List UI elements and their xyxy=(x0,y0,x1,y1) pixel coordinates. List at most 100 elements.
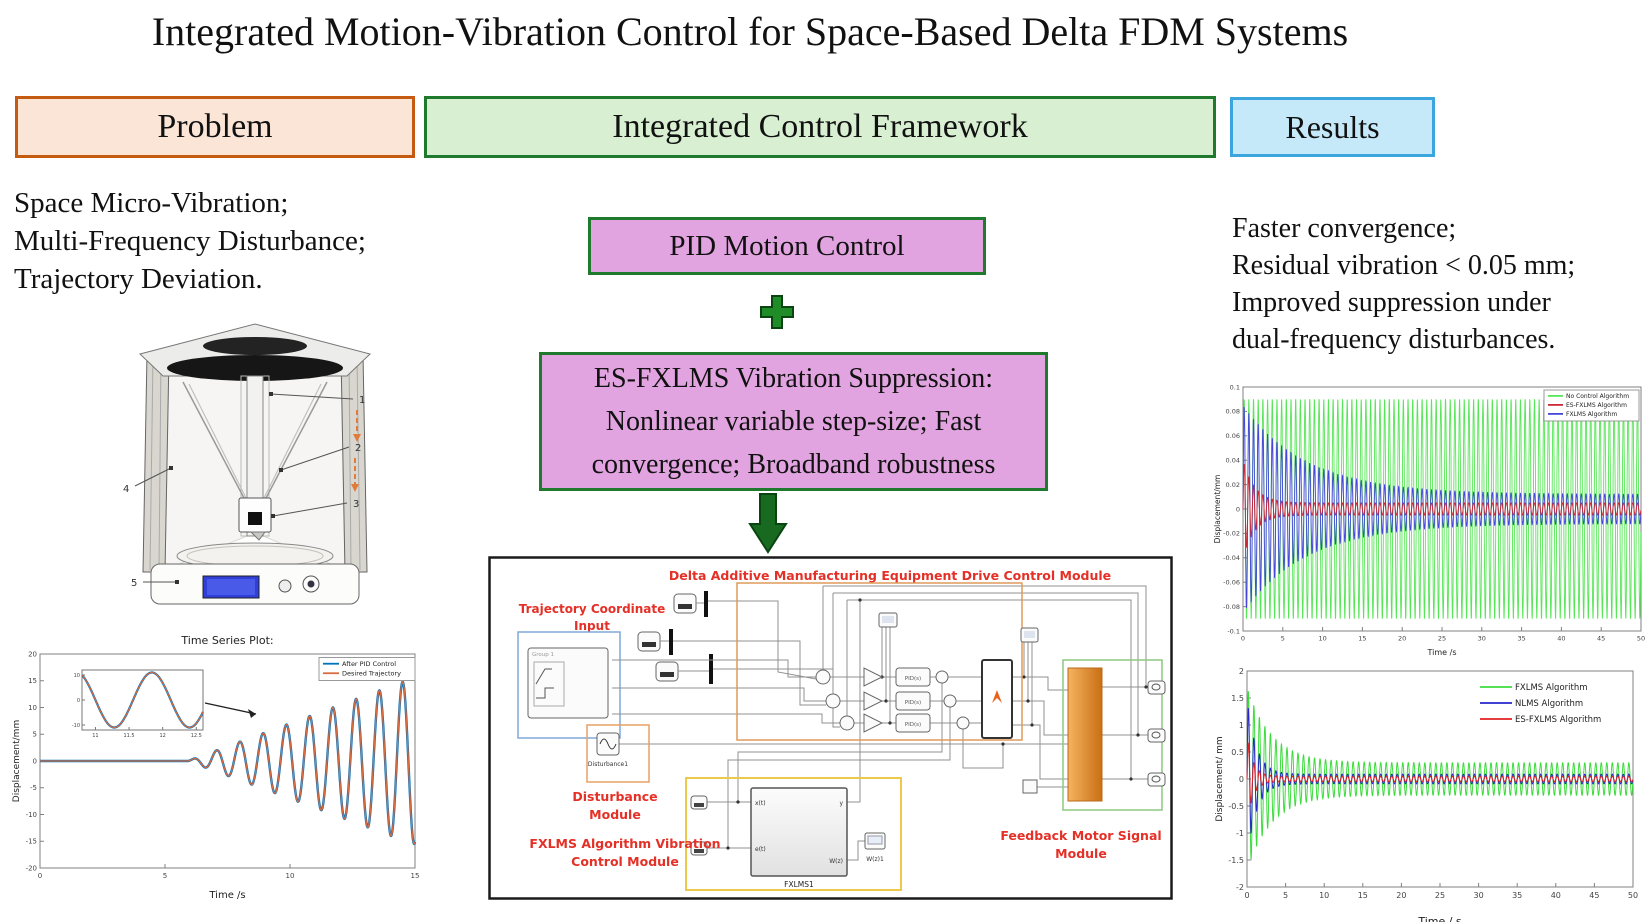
inset-y-tick: -10 xyxy=(72,723,80,729)
legend-label: ES-FXLMS Algorithm xyxy=(1515,715,1601,725)
disturbance-block-caption: Disturbance1 xyxy=(588,761,628,768)
signal-group-block xyxy=(527,647,609,719)
x-axis-label: Time / s xyxy=(1417,915,1462,922)
disturbance-module-label: Module xyxy=(589,807,641,822)
series-es-fxlms-algorithm xyxy=(1242,463,1642,549)
x-tick-label: 15 xyxy=(1358,635,1366,643)
gain-block xyxy=(863,691,884,711)
x-tick-label: 20 xyxy=(1396,891,1406,900)
x-tick-label: 40 xyxy=(1551,891,1561,900)
x-tick-label: 15 xyxy=(1358,891,1368,900)
inset-y-tick: 0 xyxy=(77,698,80,704)
y-tick-label: 0.02 xyxy=(1226,481,1240,489)
y-tick-label: 0.08 xyxy=(1226,408,1240,416)
results-bullet: dual-frequency disturbances. xyxy=(1232,324,1556,355)
fxlms-block-caption: FXLMS1 xyxy=(784,880,814,889)
x-axis-label: Time /s xyxy=(1427,648,1457,656)
x-tick-label: 30 xyxy=(1478,635,1486,643)
inset-x-tick: 12.5 xyxy=(191,733,202,739)
wz-scope-caption: W(z)1 xyxy=(866,856,884,863)
top-plate-ring xyxy=(167,355,343,381)
pid-block-label: PID(s) xyxy=(905,676,921,682)
feedback-module-label: Module xyxy=(1055,846,1107,861)
outport-block xyxy=(1147,680,1166,695)
problem-bullet: Space Micro-Vibration; xyxy=(14,187,289,219)
legend-box xyxy=(318,657,416,681)
problem-bullet: Multi-Frequency Disturbance; xyxy=(14,225,366,257)
x-tick-label: 20 xyxy=(1398,635,1406,643)
es-fxlms-line: Nonlinear variable step-size; Fast xyxy=(605,406,982,437)
page-title: Integrated Motion-Vibration Control for … xyxy=(151,9,1349,54)
x-tick-label: 5 xyxy=(163,872,167,880)
pid-block-label: PID(s) xyxy=(905,700,921,706)
results-bullet: Improved suppression under xyxy=(1232,287,1551,318)
inset-arrow xyxy=(204,702,257,715)
mux-bar xyxy=(704,591,708,617)
x-tick-label: 50 xyxy=(1628,891,1638,900)
y-tick-label: 15 xyxy=(28,677,37,685)
x-tick-label: 50 xyxy=(1637,635,1645,643)
y-axis-label: Displacement/ mm xyxy=(1215,736,1225,821)
disturbance-module-label: Disturbance xyxy=(572,789,657,804)
legend-label: After PID Control xyxy=(342,660,396,668)
callout-4: 4 xyxy=(123,484,129,495)
x-tick-label: 15 xyxy=(411,872,420,880)
y-tick-label: 20 xyxy=(28,650,37,658)
sum-block xyxy=(943,694,957,708)
pid-block-label: PID(s) xyxy=(905,722,921,728)
x-tick-label: 0 xyxy=(38,872,42,880)
problem-bullet: Trajectory Deviation. xyxy=(14,263,263,295)
x-tick-label: 35 xyxy=(1517,635,1525,643)
inset-y-tick: 10 xyxy=(74,673,80,679)
x-tick-label: 10 xyxy=(1318,635,1326,643)
y-tick-label: 0.04 xyxy=(1226,456,1240,464)
feedback-motor-module-group: Feedback Motor Signal Module xyxy=(1000,659,1166,861)
y-tick-label: -0.06 xyxy=(1223,578,1240,586)
y-tick-label: -1 xyxy=(1236,829,1244,838)
x-tick-label: 0 xyxy=(1241,635,1245,643)
callout-2: 2 xyxy=(355,443,361,454)
gain-block xyxy=(863,713,884,733)
y-tick-label: -2 xyxy=(1236,883,1244,892)
sum-block xyxy=(935,670,949,684)
wires-group xyxy=(612,585,1148,861)
y-tick-label: 2 xyxy=(1239,667,1244,676)
x-tick-label: 25 xyxy=(1438,635,1446,643)
inset-x-tick: 12 xyxy=(159,733,165,739)
trajectory-input-group: Trajectory Coordinate Input Group 1 xyxy=(517,602,665,739)
top-fan xyxy=(203,337,307,355)
framework-header-label: Integrated Control Framework xyxy=(612,108,1028,145)
signal-group-block-label: Group 1 xyxy=(532,652,554,658)
x-tick-label: 40 xyxy=(1557,635,1565,643)
y-tick-label: -0.04 xyxy=(1223,554,1240,562)
callout-1: 1 xyxy=(359,395,365,406)
problem-header: Problem xyxy=(15,96,415,158)
y-tick-label: -0.1 xyxy=(1227,627,1240,635)
y-tick-label: -5 xyxy=(30,784,37,792)
outport-block xyxy=(1147,772,1166,787)
pid-block xyxy=(895,713,931,733)
es-fxlms-line: ES-FXLMS Vibration Suppression: xyxy=(593,363,994,394)
outport-block xyxy=(1147,728,1166,743)
x-tick-label: 30 xyxy=(1474,891,1484,900)
x-tick-label: 45 xyxy=(1589,891,1599,900)
series-es-fxlms-algorithm xyxy=(1246,741,1634,804)
disturbance-module-group: Disturbance1 Disturbance Module xyxy=(572,724,658,822)
chart-title: Time Series Plot: xyxy=(180,634,273,647)
y-tick-label: 0.06 xyxy=(1226,432,1240,440)
problem-header-label: Problem xyxy=(157,108,273,145)
motor-signal-block xyxy=(1067,667,1103,802)
series-desired-trajectory xyxy=(40,681,416,845)
fxlms-module-group: x(t) e(t) y W(z) FXLMS1 W(z)1 FXLMS Algo… xyxy=(529,777,902,891)
fxlms-port-x: x(t) xyxy=(755,800,766,807)
es-fxlms-box: ES-FXLMS Vibration Suppression: Nonlinea… xyxy=(539,352,1048,491)
legend-label: ES-FXLMS Algorithm xyxy=(1566,402,1627,409)
delta-printer-illustration: 1 2 3 4 5 xyxy=(123,323,371,605)
fxlms-module-label: FXLMS Algorithm Vibration xyxy=(529,836,720,851)
callout-3: 3 xyxy=(353,499,359,510)
x-tick-label: 10 xyxy=(286,872,295,880)
